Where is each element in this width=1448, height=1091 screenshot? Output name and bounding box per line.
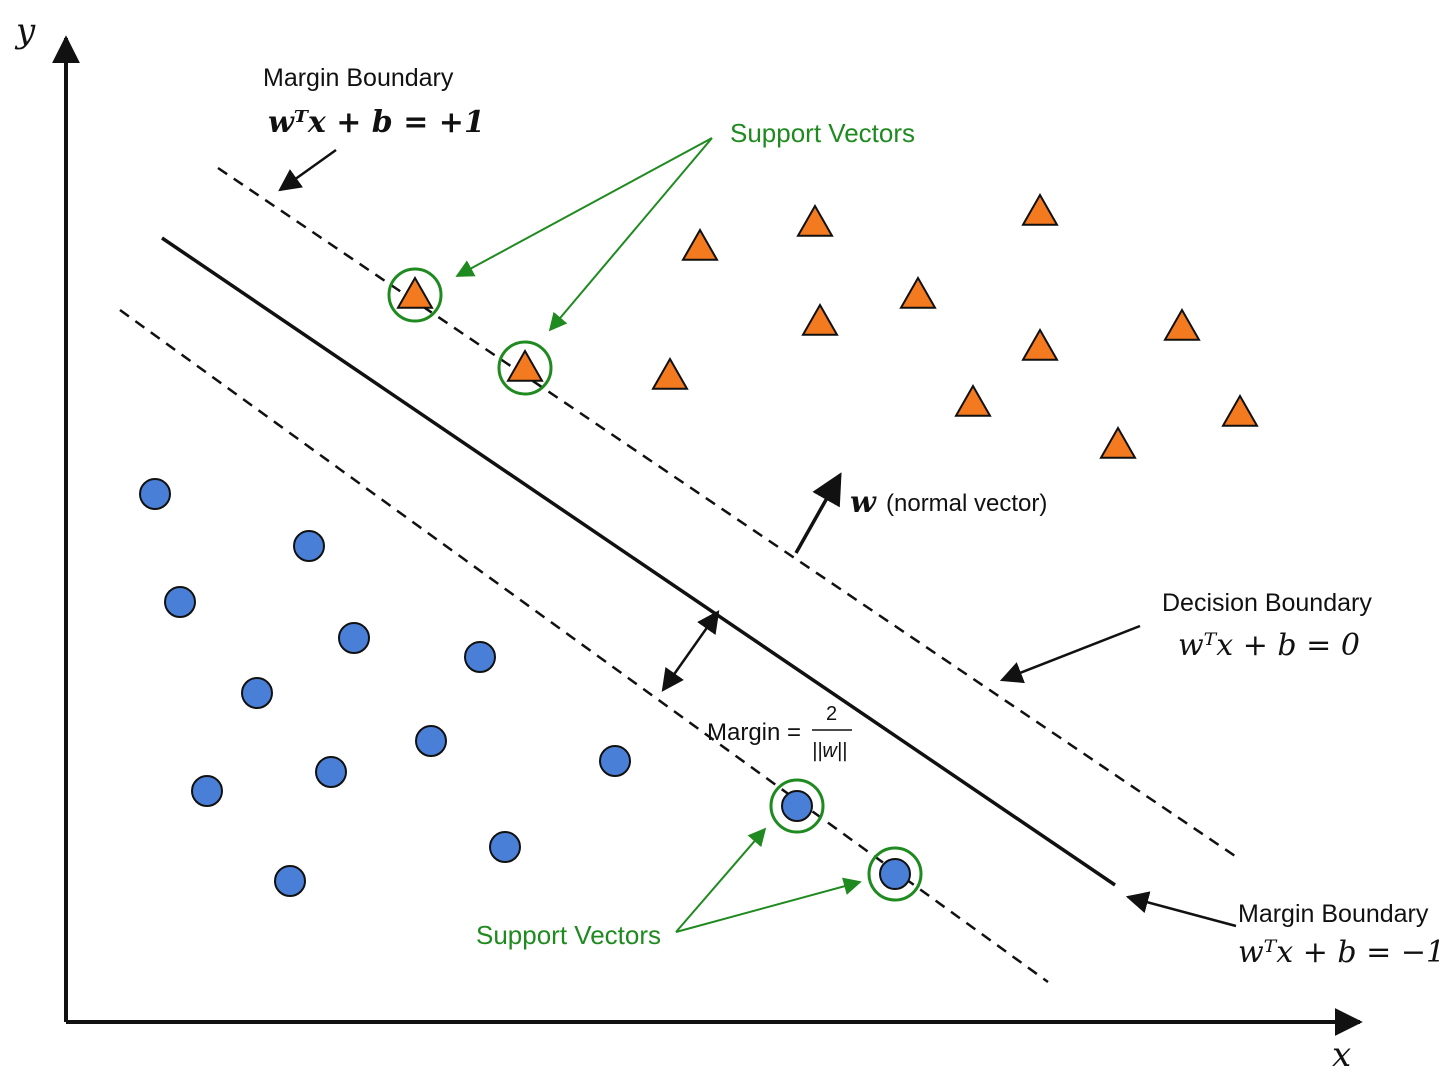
negative-point-circle (241, 677, 273, 709)
negative-point-circle (315, 756, 347, 788)
support-arrow-bottom-2 (675, 877, 862, 933)
negative-point-circle (489, 831, 521, 863)
negative-point-circle (415, 725, 447, 757)
support-vectors-bottom-label: Support Vectors (476, 920, 661, 950)
decision-boundary-title: Decision Boundary (1162, 589, 1372, 617)
support-arrow-bottom-1 (675, 827, 767, 933)
margin-top-title: Margin Boundary (263, 64, 454, 92)
positive-point-triangle (651, 356, 689, 390)
positive-point-triangle (801, 302, 839, 336)
margin-top-arrow (278, 148, 337, 192)
negative-point-circle (338, 622, 370, 654)
positive-point-triangle (1021, 327, 1059, 361)
decision-boundary-equation: wᵀx + b = 0 (1178, 628, 1360, 663)
positive-class-points (396, 192, 1259, 459)
negative-point-circle (293, 530, 325, 562)
negative-point-circle (164, 586, 196, 618)
normal-vector-arrow (794, 472, 842, 554)
margin-boundary-top (217, 166, 1239, 860)
decision-boundary (161, 236, 1116, 887)
support-arrow-top-2 (548, 137, 713, 332)
x-axis-label: x (1332, 1035, 1351, 1075)
support-vector-rings (387, 267, 923, 902)
support-arrow-top-1 (455, 137, 713, 277)
positive-point-triangle (681, 227, 719, 261)
positive-point-triangle (1163, 307, 1201, 341)
margin-formula-denominator: ||w|| (812, 740, 847, 762)
normal-vector-symbol: w (850, 485, 877, 520)
positive-point-triangle (796, 203, 834, 237)
support-vector-ring (867, 846, 923, 902)
negative-point-circle (139, 478, 171, 510)
margin-bottom-equation: wᵀx + b = −1 (1238, 935, 1445, 970)
positive-point-triangle (1221, 393, 1259, 427)
margin-bottom-title: Margin Boundary (1238, 900, 1429, 928)
negative-point-circle (781, 790, 813, 822)
positive-point-triangle (506, 348, 544, 382)
negative-point-circle (879, 858, 911, 890)
support-vectors-top-label: Support Vectors (730, 118, 915, 148)
positive-point-triangle (396, 275, 434, 309)
margin-formula-label: Margin = (707, 719, 801, 746)
negative-point-circle (464, 641, 496, 673)
negative-point-circle (599, 745, 631, 777)
positive-point-triangle (1099, 425, 1137, 459)
positive-point-triangle (899, 275, 937, 309)
margin-top-equation: wᵀx + b = +1 (268, 105, 485, 140)
support-vector-ring (769, 778, 825, 834)
normal-vector-label: (normal vector) (886, 490, 1047, 517)
decision-boundary-arrow (999, 624, 1141, 684)
y-axis-label: y (14, 11, 36, 51)
negative-point-circle (191, 775, 223, 807)
support-vector-ring (387, 267, 443, 323)
margin-bottom-arrow (1125, 891, 1237, 928)
positive-point-triangle (954, 383, 992, 417)
support-vector-ring (497, 340, 553, 396)
positive-point-triangle (1021, 192, 1059, 226)
margin-width-arrow (661, 610, 720, 692)
negative-class-points (139, 478, 911, 897)
negative-point-circle (274, 865, 306, 897)
margin-formula-numerator: 2 (826, 703, 837, 725)
